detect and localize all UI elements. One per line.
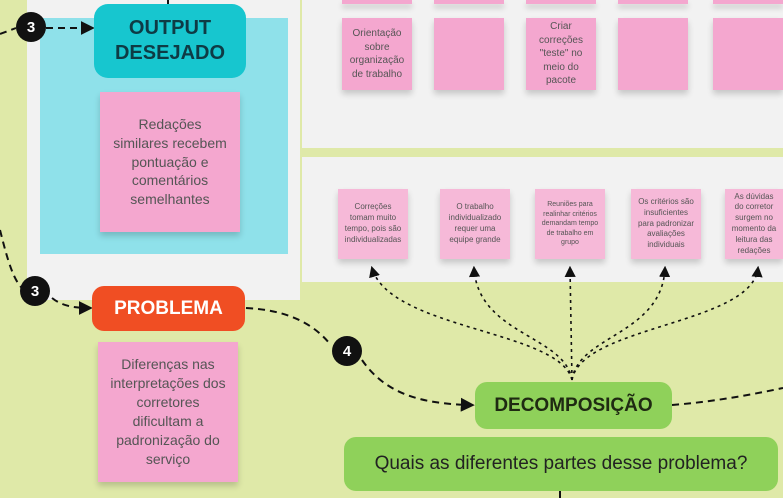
mid-note-5-text: As dúvidas do corretor surgem no momento… xyxy=(731,191,777,255)
top-sticky-note-2[interactable] xyxy=(434,18,504,90)
step-badge-output: 3 xyxy=(16,12,46,42)
decomposicao-title[interactable]: DECOMPOSIÇÃO xyxy=(475,382,672,429)
step-badge-problem: 3 xyxy=(20,276,50,306)
top-edge-note-5 xyxy=(713,0,783,4)
branch-to-note-5 xyxy=(571,265,763,381)
branch-to-note-4 xyxy=(571,265,671,381)
mid-sticky-note-4[interactable]: Os critérios são insuficientes para padr… xyxy=(631,189,701,259)
output-note-text: Redações similares recebem pontuação e c… xyxy=(113,115,227,208)
output-desejado-title[interactable]: OUTPUT DESEJADO xyxy=(94,4,246,78)
mid-sticky-note-3[interactable]: Reuniões para realinhar critérios demand… xyxy=(535,189,605,259)
mid-note-4-text: Os critérios são insuficientes para padr… xyxy=(637,197,695,250)
mid-sticky-note-2[interactable]: O trabalho individualizado requer uma eq… xyxy=(440,189,510,259)
top-note-3-text: Criar correções "teste" no meio do pacot… xyxy=(539,21,583,87)
mid-note-3-text: Reuniões para realinhar critérios demand… xyxy=(541,201,599,247)
top-sticky-note-4[interactable] xyxy=(618,18,688,90)
branch-to-note-1 xyxy=(369,265,573,381)
output-desejado-label: OUTPUT DESEJADO xyxy=(114,17,226,64)
top-edge-note-2 xyxy=(434,0,504,4)
mid-note-2-text: O trabalho individualizado requer uma eq… xyxy=(448,202,502,244)
decomposicao-label: DECOMPOSIÇÃO xyxy=(494,394,653,416)
branch-to-note-3 xyxy=(564,265,576,381)
connector-decomposition-right xyxy=(671,387,783,406)
problem-note-text: Diferenças nas interpretações dos corret… xyxy=(110,356,226,467)
top-edge-note-3 xyxy=(526,0,596,4)
decomposition-question[interactable]: Quais as diferentes partes desse problem… xyxy=(344,437,778,491)
mid-sticky-note-1[interactable]: Correções tomam muito tempo, pois são in… xyxy=(338,189,408,259)
top-sticky-note-3[interactable]: Criar correções "teste" no meio do pacot… xyxy=(526,18,596,90)
top-sticky-note-5[interactable] xyxy=(713,18,783,90)
connector-problem-to-badge-4 xyxy=(245,307,331,345)
branch-to-note-2 xyxy=(468,265,573,381)
top-edge-note-4 xyxy=(618,0,688,4)
step-badge-decomposition: 4 xyxy=(332,336,362,366)
top-sticky-note-1[interactable]: Orientação sobre organização de trabalho xyxy=(342,18,412,90)
output-sticky-note[interactable]: Redações similares recebem pontuação e c… xyxy=(100,92,240,232)
mid-note-1-text: Correções tomam muito tempo, pois são in… xyxy=(344,202,402,244)
connector-badge-4-to-decomposition xyxy=(361,359,475,412)
mid-sticky-note-5[interactable]: As dúvidas do corretor surgem no momento… xyxy=(725,189,783,259)
problema-label: PROBLEMA xyxy=(114,297,223,319)
connector-left-to-badge-3 xyxy=(0,27,17,35)
problem-sticky-note[interactable]: Diferenças nas interpretações dos corret… xyxy=(98,342,238,482)
top-edge-note-1 xyxy=(342,0,412,4)
problema-title[interactable]: PROBLEMA xyxy=(92,286,245,331)
connector-left-to-badge-problem xyxy=(0,229,25,291)
top-note-1-text: Orientação sobre organização de trabalho xyxy=(349,28,405,80)
decomposition-question-text: Quais as diferentes partes desse problem… xyxy=(374,453,748,474)
connector-badge-to-problem xyxy=(51,297,93,315)
